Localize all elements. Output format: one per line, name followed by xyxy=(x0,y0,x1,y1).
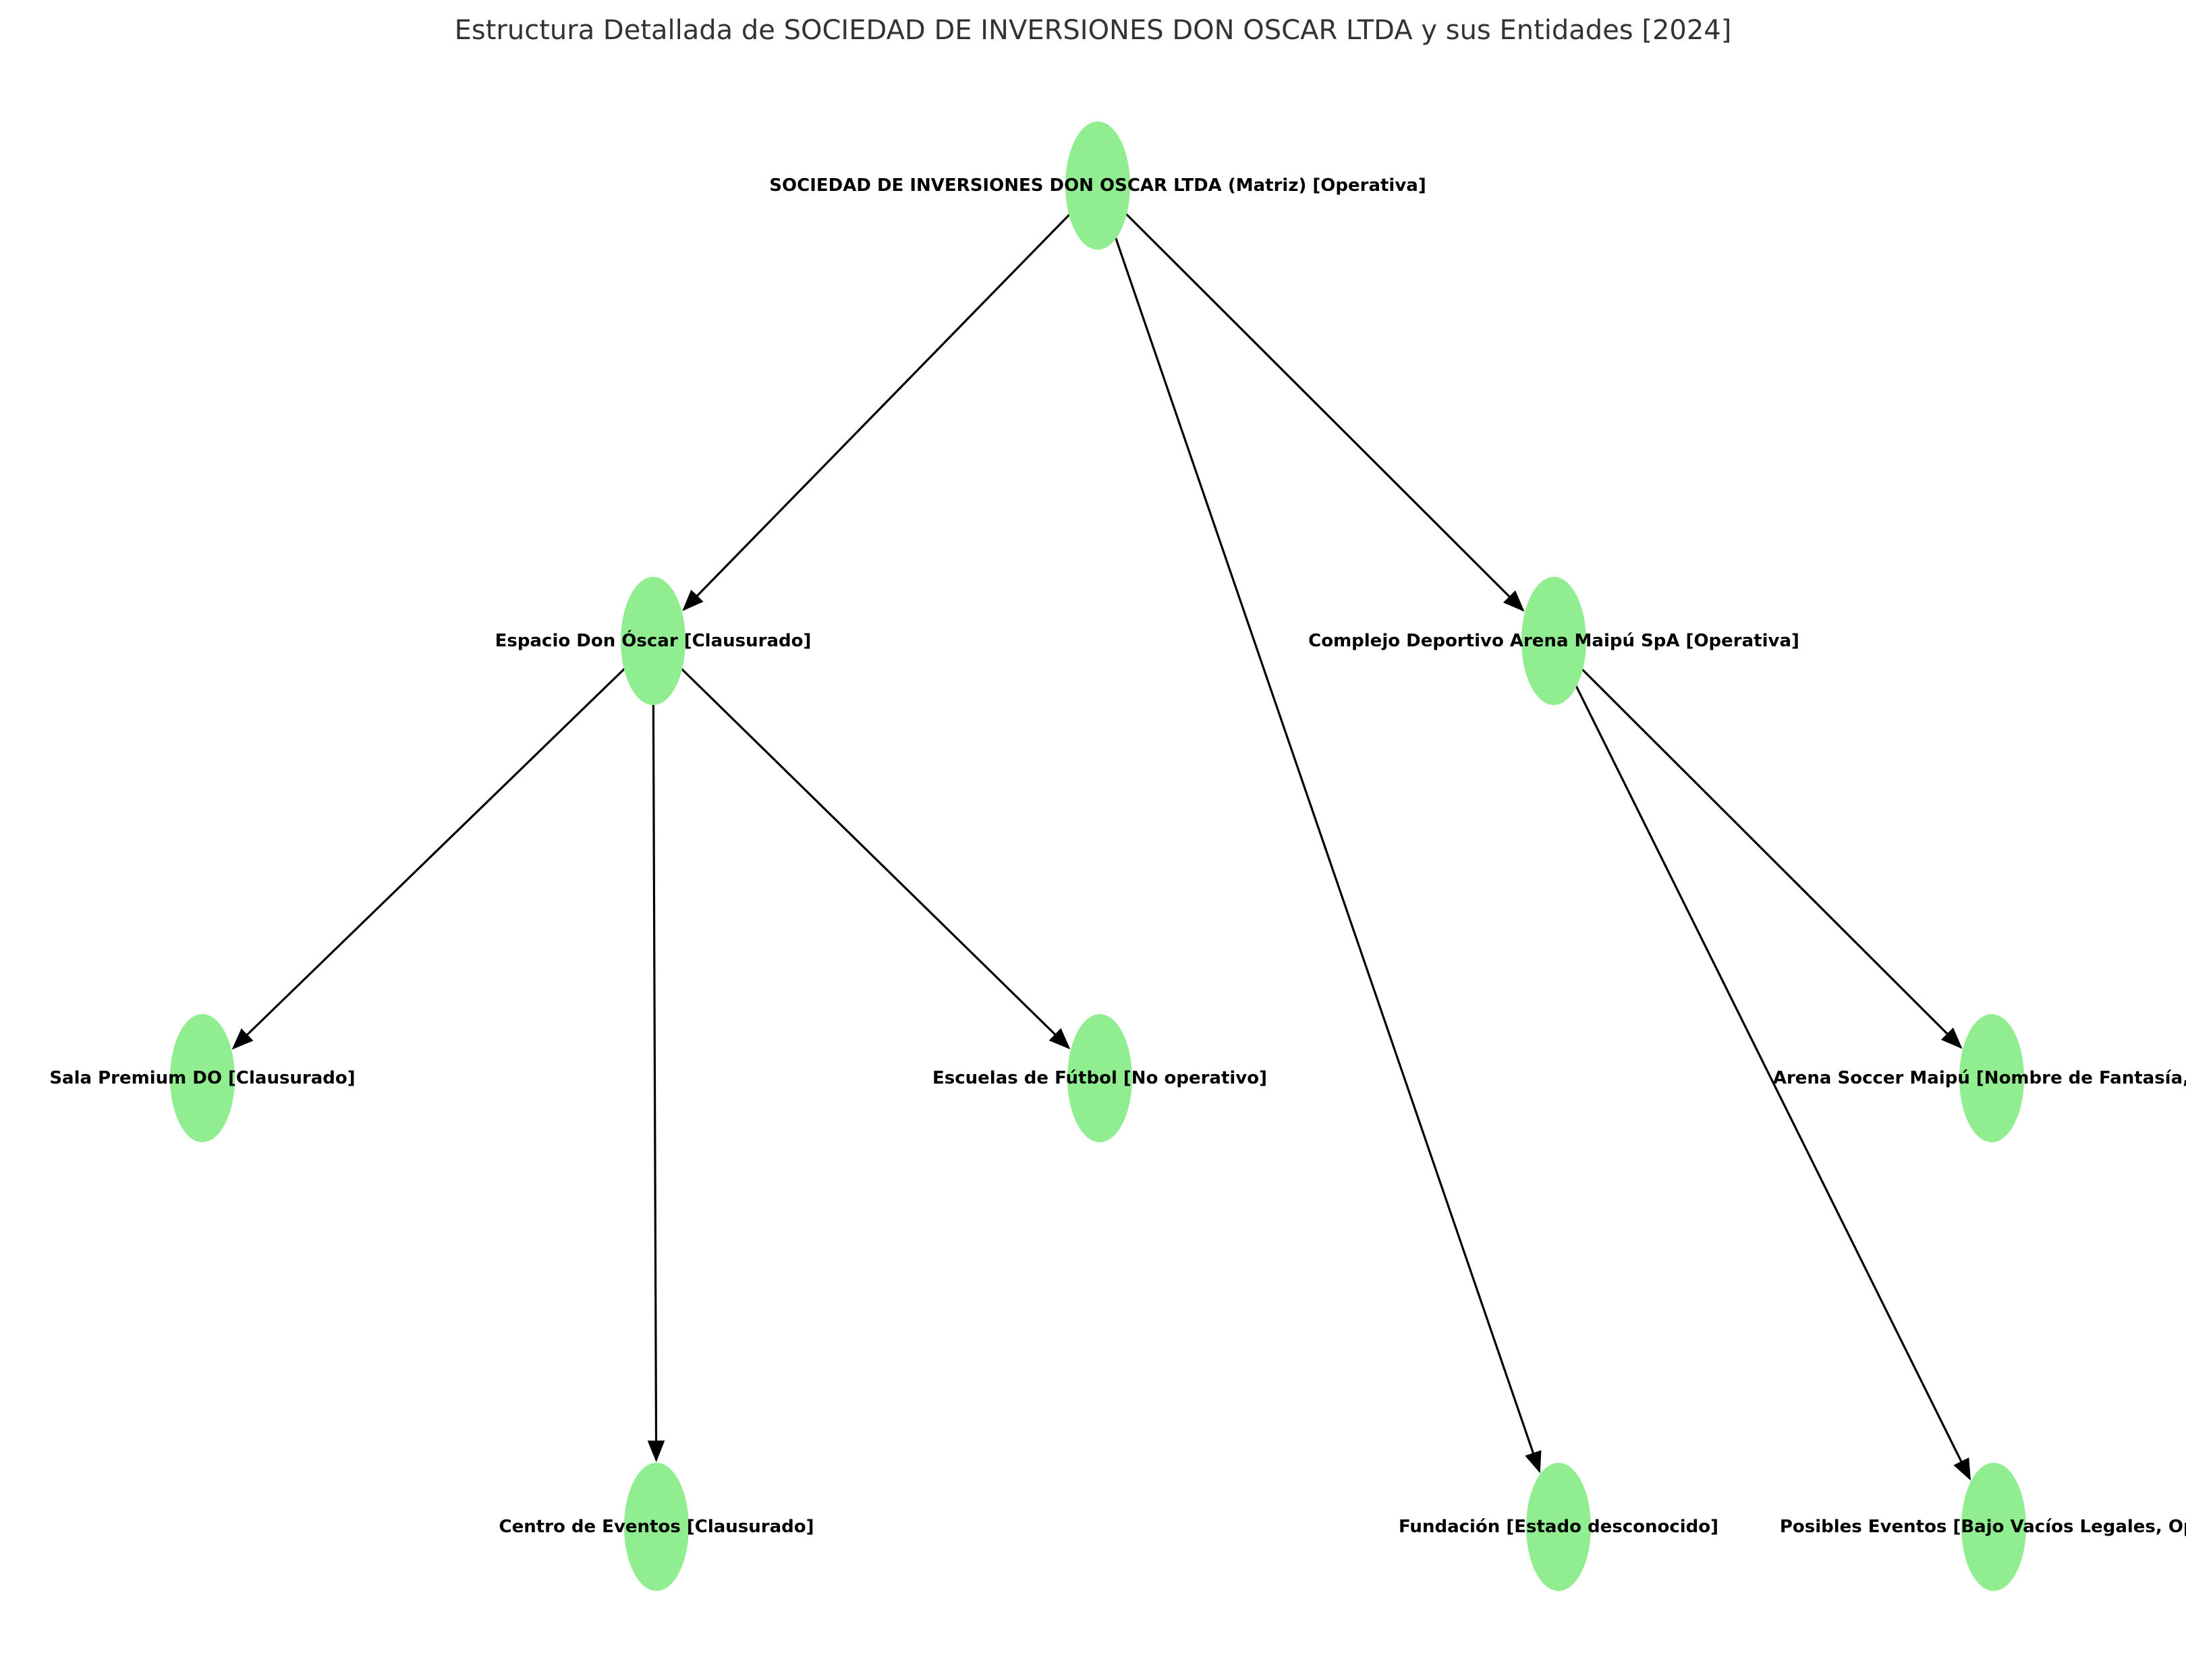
graph-node-centro[interactable] xyxy=(624,1463,689,1591)
graph-edge xyxy=(647,704,665,1463)
nodes-layer xyxy=(170,121,2026,1591)
graph-node-espacio[interactable] xyxy=(621,577,685,705)
graph-node-matriz[interactable] xyxy=(1065,121,1130,250)
graph-edge xyxy=(231,667,625,1050)
page-title: Estructura Detallada de SOCIEDAD DE INVE… xyxy=(454,15,1732,46)
graph-edge xyxy=(1125,213,1525,612)
graph-edge xyxy=(1575,685,1971,1481)
graph-edge xyxy=(682,213,1071,611)
graph-node-complejo[interactable] xyxy=(1521,577,1586,705)
graph-node-fundacion[interactable] xyxy=(1526,1463,1591,1591)
edges-layer xyxy=(231,213,1971,1481)
graph-node-arenasoccer[interactable] xyxy=(1959,1014,2024,1142)
graph-edge xyxy=(1115,237,1542,1474)
graph-node-sala[interactable] xyxy=(170,1014,235,1142)
graph-edge xyxy=(681,668,1071,1050)
graph-node-posibles[interactable] xyxy=(1961,1463,2026,1591)
graph-node-escuelas[interactable] xyxy=(1067,1014,1132,1142)
graph-edge xyxy=(1581,668,1963,1049)
